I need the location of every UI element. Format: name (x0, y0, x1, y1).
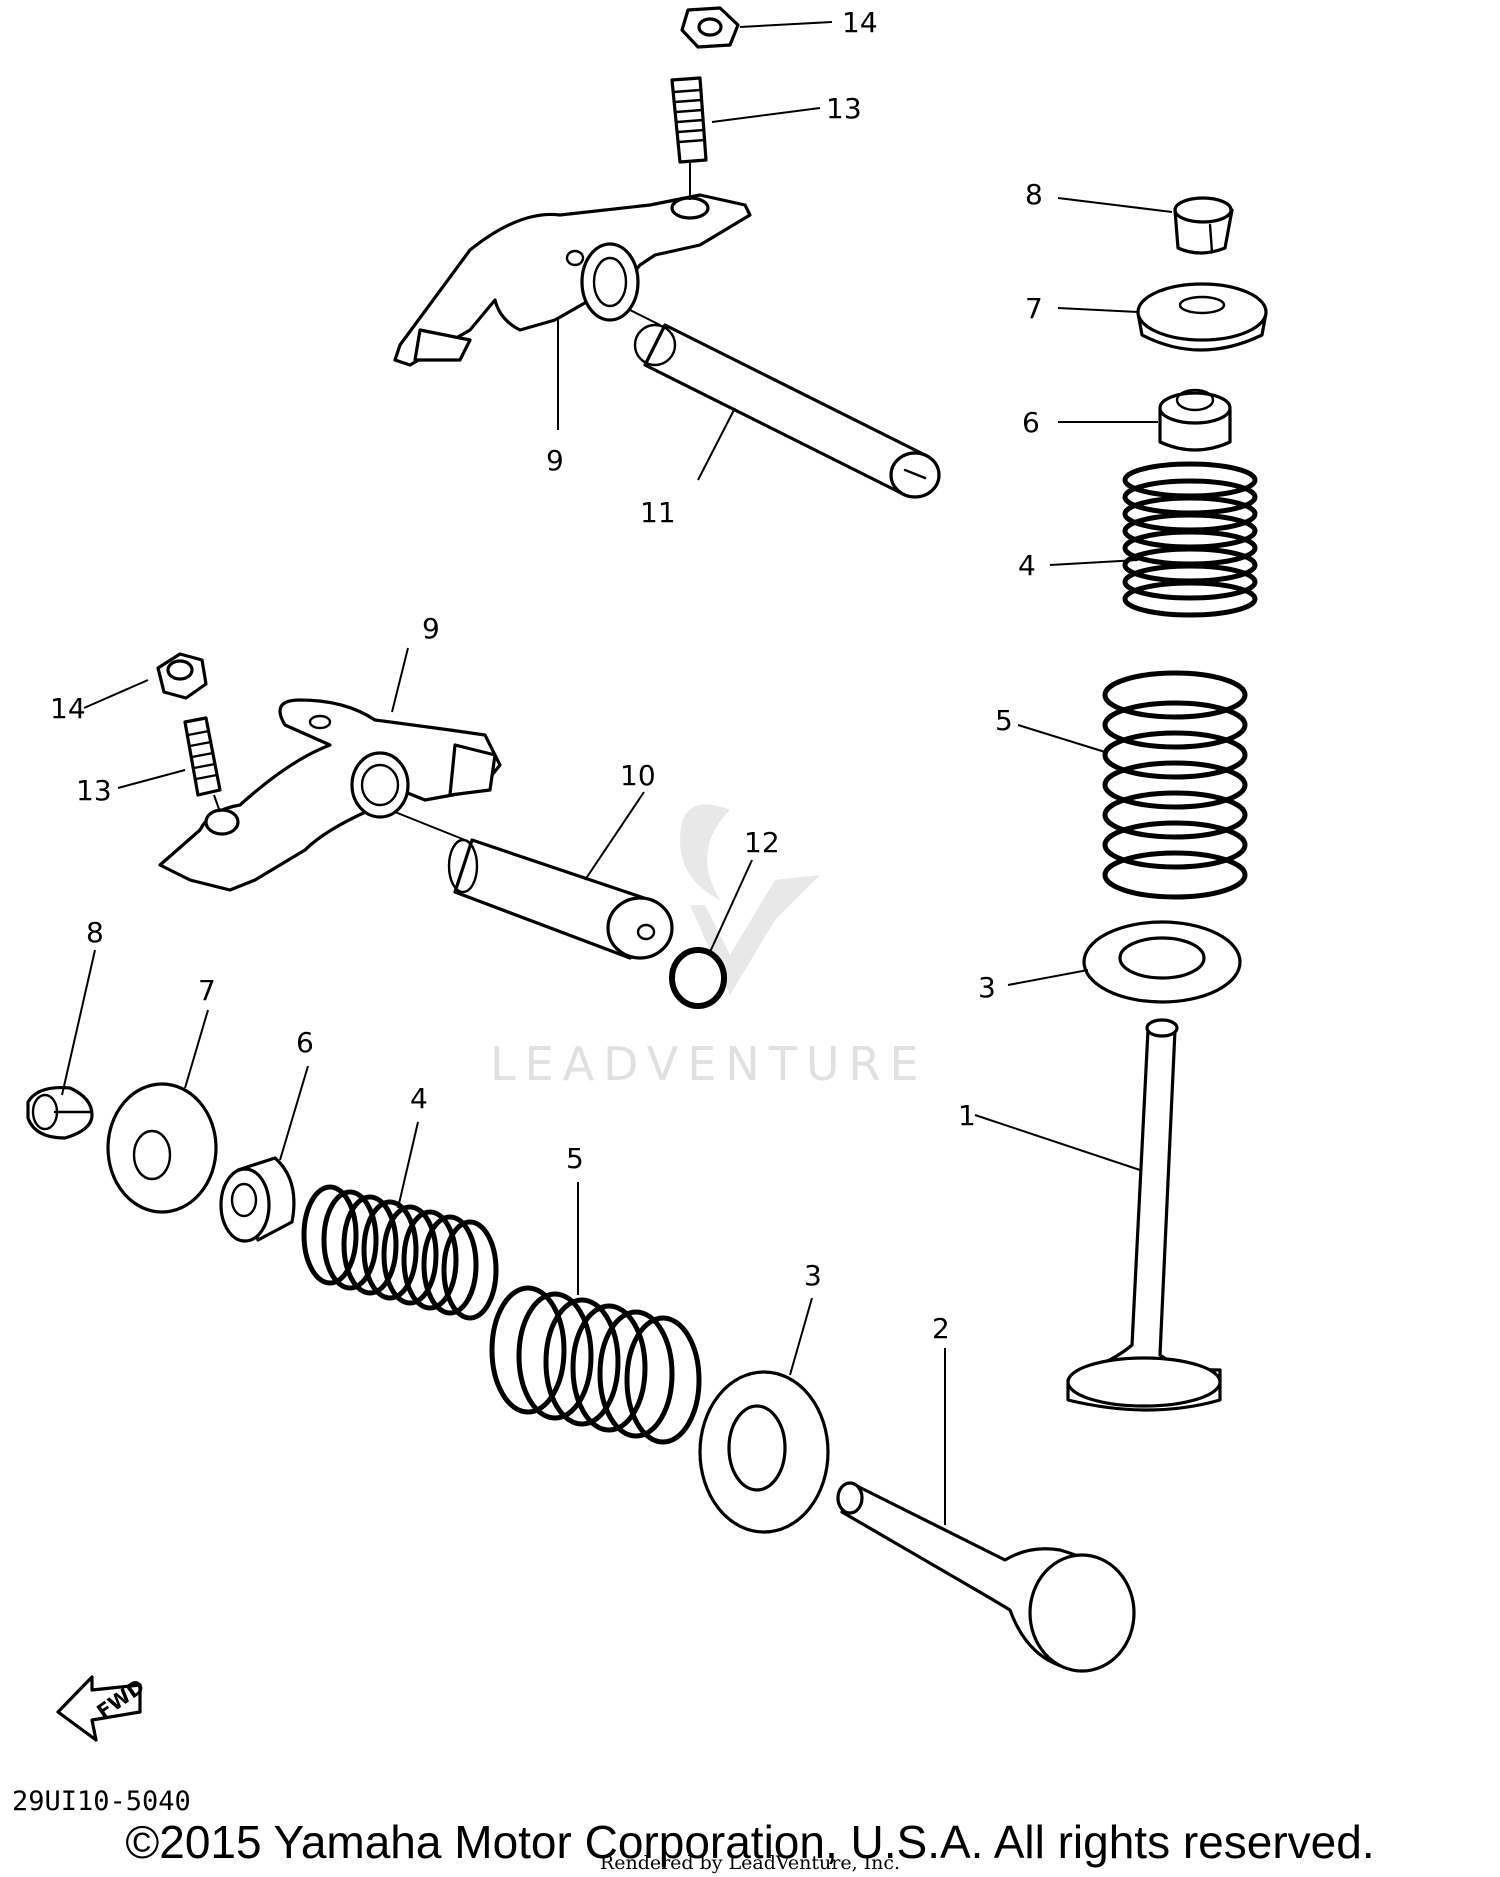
o-ring (669, 947, 727, 1009)
callout-1: 1 (958, 1099, 976, 1132)
right-valve-cotter (1173, 196, 1234, 255)
lower-lock-nut (156, 652, 208, 700)
fwd-arrow-icon: FWD (56, 1674, 149, 1742)
right-valve (1066, 1018, 1222, 1412)
upper-rocker-arm (393, 193, 752, 367)
right-spring-seat (1082, 920, 1242, 1004)
lower-inner-spring (301, 1184, 499, 1321)
callout-7-right: 7 (1025, 292, 1043, 325)
callout-8-right: 8 (1025, 178, 1043, 211)
upper-adjust-screw (670, 76, 708, 200)
callout-9-lower: 9 (422, 612, 440, 645)
right-stem-seal (1158, 388, 1232, 452)
callout-labels: 14 13 8 7 6 4 5 3 1 9 11 9 14 13 10 12 8… (50, 6, 1043, 1345)
lower-adjust-screw (183, 716, 222, 813)
upper-lock-nut (680, 6, 740, 49)
callout-11: 11 (640, 496, 676, 529)
callout-6-right: 6 (1022, 406, 1040, 439)
callout-13-lower: 13 (76, 774, 112, 807)
right-spring-retainer (1136, 282, 1268, 352)
callout-3-lower: 3 (804, 1259, 822, 1292)
right-inner-spring (1122, 461, 1258, 618)
callout-14-upper: 14 (842, 6, 878, 39)
callout-5-right: 5 (995, 704, 1013, 737)
lower-valve-cotter (26, 1085, 94, 1140)
watermark-text: LEADVENTURE (490, 1037, 928, 1091)
copyright-notice: ©2015 Yamaha Motor Corporation, U.S.A. A… (125, 1816, 1375, 1868)
callout-4-lower: 4 (410, 1082, 428, 1115)
callout-3-right: 3 (978, 971, 996, 1004)
callout-14-lower: 14 (50, 692, 86, 725)
right-outer-spring (1102, 670, 1248, 900)
lower-valve (836, 1481, 1136, 1673)
diagram-code: 29UI10-5040 (12, 1786, 191, 1817)
callout-12: 12 (744, 826, 780, 859)
callout-6-lower: 6 (296, 1026, 314, 1059)
rendered-by-credit: Rendered by LeadVenture, Inc. (599, 1852, 901, 1874)
leadventure-watermark: LEADVENTURE (490, 804, 928, 1091)
lower-spring-seat (698, 1370, 830, 1534)
lower-rocker-arm (158, 698, 502, 892)
lower-stem-seal (219, 1156, 296, 1243)
callout-7-lower: 7 (198, 974, 216, 1007)
callout-2: 2 (932, 1312, 950, 1345)
callout-8-lower: 8 (86, 916, 104, 949)
upper-rocker-shaft (629, 309, 941, 499)
lower-rocker-shaft (394, 811, 674, 960)
callout-4-right: 4 (1018, 549, 1036, 582)
callout-13-upper: 13 (826, 92, 862, 125)
lower-outer-spring (489, 1285, 702, 1445)
callout-9-upper: 9 (546, 444, 564, 477)
lower-spring-retainer (106, 1082, 218, 1214)
leader-lines (61, 21, 1173, 1525)
callout-5-lower: 5 (566, 1142, 584, 1175)
callout-10: 10 (620, 759, 656, 792)
